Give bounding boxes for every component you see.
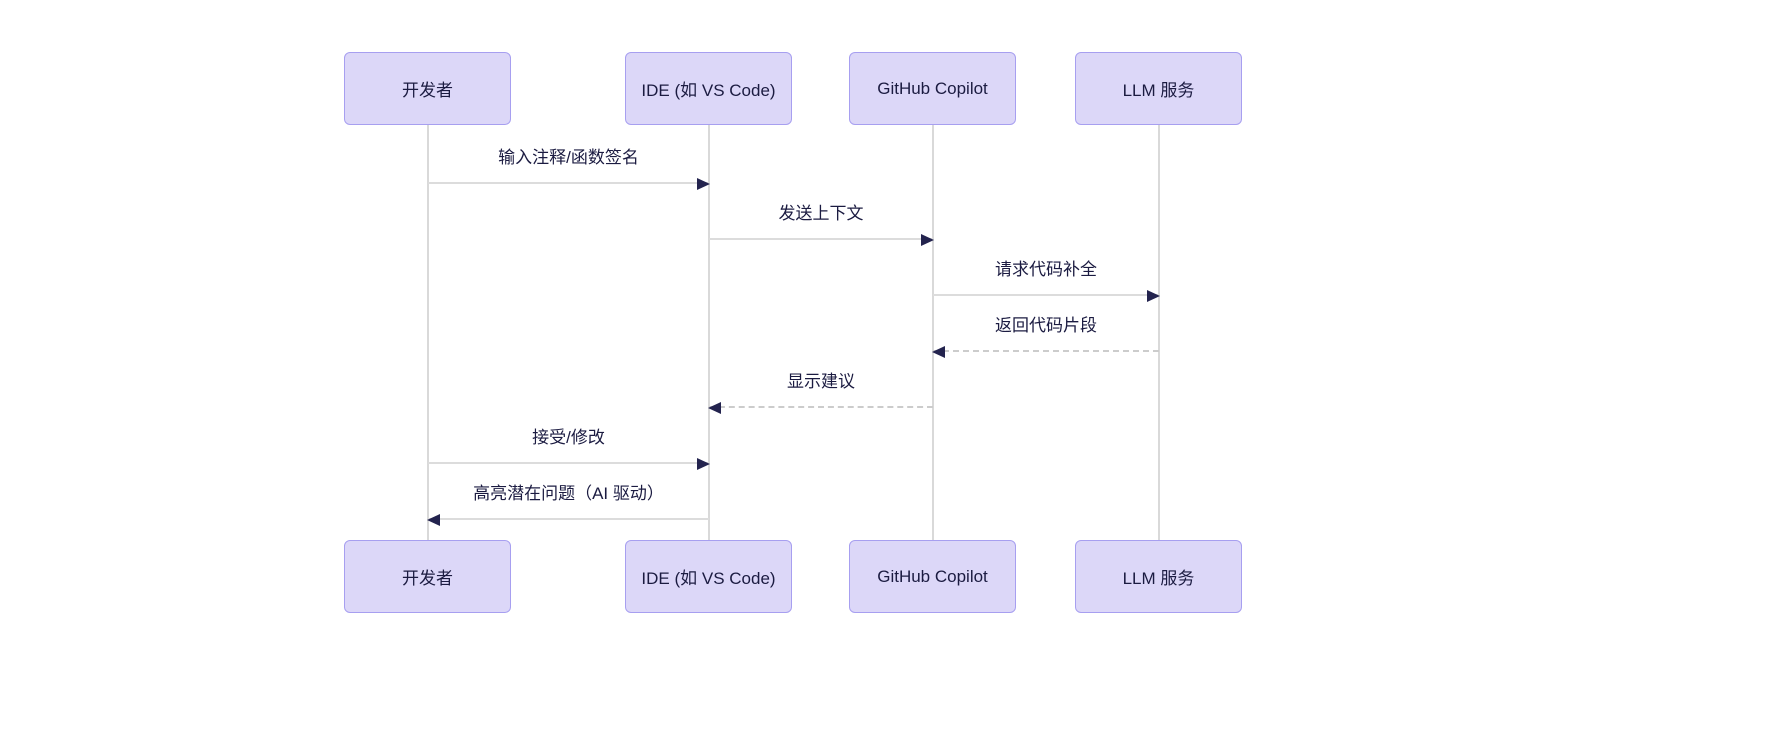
actor-top-github-copilot: GitHub Copilot	[849, 52, 1016, 125]
actor-label: LLM 服务	[1122, 569, 1195, 588]
message-line	[428, 182, 709, 184]
lifeline-ide	[708, 125, 710, 540]
actor-top-llm-service: LLM 服务	[1075, 52, 1242, 125]
actor-bottom-developer: 开发者	[344, 540, 511, 613]
message-line-dashed	[933, 350, 1159, 352]
actor-label: GitHub Copilot	[877, 78, 988, 98]
lifeline-llm-service	[1158, 125, 1160, 540]
arrowhead-right-icon	[921, 234, 934, 246]
arrowhead-left-icon	[708, 402, 721, 414]
lifeline-developer	[427, 125, 429, 540]
arrowhead-left-icon	[932, 346, 945, 358]
actor-label: GitHub Copilot	[877, 566, 988, 586]
message-send-context: 发送上下文	[709, 194, 934, 246]
actor-label: 开发者	[402, 569, 453, 588]
message-label: 请求代码补全	[995, 260, 1097, 279]
actor-label: LLM 服务	[1122, 81, 1195, 100]
actor-label: IDE (如 VS Code)	[641, 81, 776, 100]
message-label: 输入注释/函数签名	[498, 148, 639, 167]
message-highlight-issues: 高亮潜在问题（AI 驱动）	[427, 474, 709, 526]
message-label: 发送上下文	[778, 204, 864, 223]
message-input-comment-signature: 输入注释/函数签名	[428, 138, 710, 190]
actor-label: IDE (如 VS Code)	[641, 569, 776, 588]
arrowhead-right-icon	[1147, 290, 1160, 302]
lifeline-github-copilot	[932, 125, 934, 540]
message-line	[709, 238, 933, 240]
message-line	[933, 294, 1159, 296]
message-accept-modify: 接受/修改	[428, 418, 710, 470]
message-label: 高亮潜在问题（AI 驱动）	[473, 484, 664, 503]
actor-top-developer: 开发者	[344, 52, 511, 125]
actor-bottom-github-copilot: GitHub Copilot	[849, 540, 1016, 613]
actor-bottom-llm-service: LLM 服务	[1075, 540, 1242, 613]
arrowhead-right-icon	[697, 458, 710, 470]
actor-top-ide: IDE (如 VS Code)	[625, 52, 792, 125]
message-show-suggestion: 显示建议	[708, 362, 933, 414]
actor-label: 开发者	[402, 81, 453, 100]
message-line-dashed	[709, 406, 933, 408]
message-line	[428, 518, 709, 520]
message-line	[428, 462, 709, 464]
actor-bottom-ide: IDE (如 VS Code)	[625, 540, 792, 613]
message-label: 接受/修改	[532, 428, 605, 447]
message-request-completion: 请求代码补全	[933, 250, 1160, 302]
message-label: 显示建议	[787, 372, 855, 391]
arrowhead-left-icon	[427, 514, 440, 526]
message-return-snippet: 返回代码片段	[932, 306, 1159, 358]
arrowhead-right-icon	[697, 178, 710, 190]
message-label: 返回代码片段	[995, 316, 1097, 335]
